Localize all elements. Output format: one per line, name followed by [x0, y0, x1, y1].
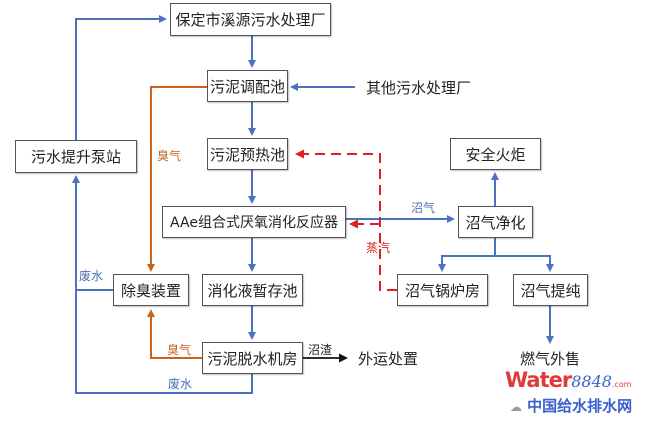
node-lift-pump-station: 污水提升泵站	[15, 140, 137, 173]
watermark-number: 8848	[571, 372, 612, 391]
node-other-plants: 其他污水处理厂	[366, 79, 472, 97]
watermark-site-name-row: ☁ 中国给水排水网	[510, 395, 632, 416]
node-reactor: AAe组合式厌氧消化反应器	[162, 206, 346, 238]
node-preheat-tank: 污泥预热池	[207, 138, 288, 170]
node-external-disposal: 外运处置	[358, 350, 419, 368]
wechat-icon: ☁	[510, 400, 522, 414]
node-biogas-upgrade: 沼气提纯	[513, 274, 588, 306]
edge-label-odor-top: 臭气	[157, 149, 182, 163]
node-safety-flare: 安全火炬	[450, 138, 541, 170]
node-digestate-tank: 消化液暂存池	[202, 274, 303, 306]
node-sludge-blend-tank: 污泥调配池	[207, 70, 288, 102]
watermark-domain: .com	[611, 380, 632, 389]
node-plant: 保定市溪源污水处理厂	[170, 3, 331, 36]
node-biogas-purify: 沼气净化	[458, 206, 533, 238]
edge-label-wastewater-bottom: 废水	[168, 377, 193, 391]
arrow-wastewater-to-pump	[72, 175, 253, 394]
steam-line-boiler	[295, 149, 397, 291]
node-biogas-boiler: 沼气锅炉房	[397, 274, 488, 306]
edge-label-odor-bottom: 臭气	[167, 343, 192, 357]
edge-label-wastewater-left: 废水	[79, 269, 104, 283]
arrow-purify-to-boiler	[438, 238, 496, 272]
node-dewatering-room: 污泥脱水机房	[202, 342, 303, 374]
edge-label-residue: 沼渣	[308, 343, 333, 357]
edge-label-steam: 蒸汽	[366, 241, 391, 255]
edge-label-biogas: 沼气	[411, 201, 436, 215]
node-deodorizer: 除臭装置	[113, 274, 189, 306]
arrow-odor-dewatering-to-deodorizer	[147, 309, 202, 359]
watermark-brand: Water	[505, 368, 572, 392]
node-gas-sales: 燃气外售	[520, 350, 581, 368]
arrow-pump-to-plant	[75, 15, 167, 140]
arrow-odor-blend-to-deodorizer	[147, 86, 207, 272]
watermark-site-name: 中国给水排水网	[527, 397, 633, 415]
arrow-purify-to-upgrade	[495, 255, 554, 272]
watermark: Water8848.com	[505, 368, 632, 392]
